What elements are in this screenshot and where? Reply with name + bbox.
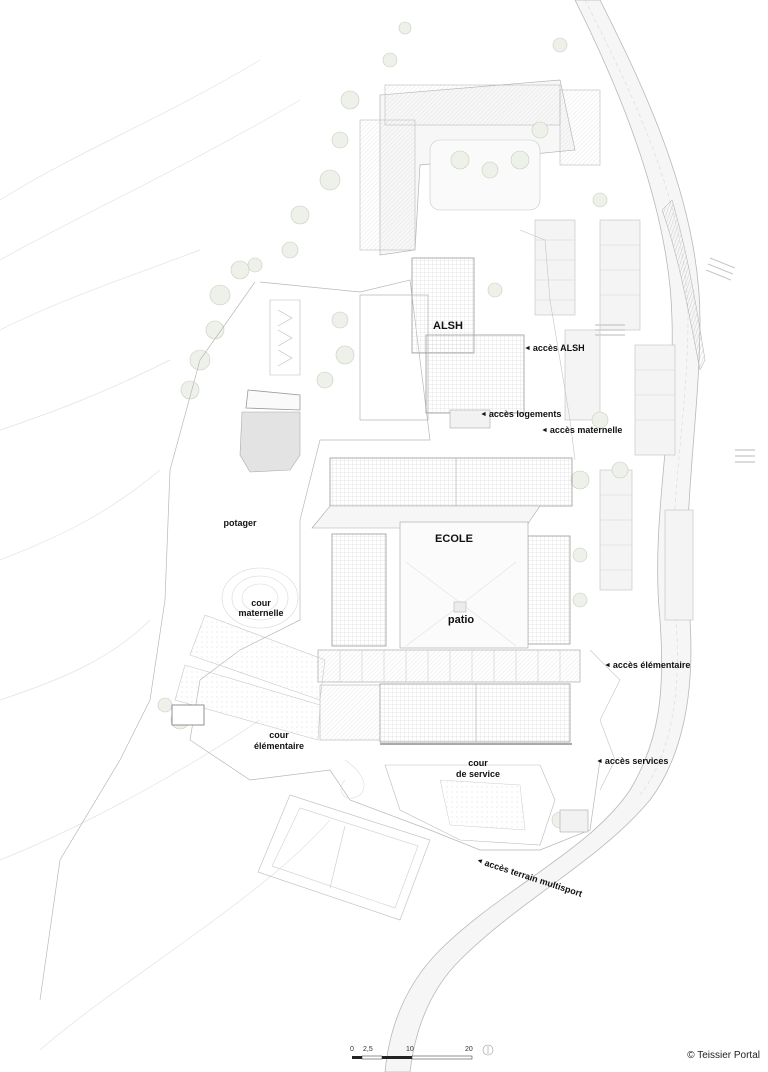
scale-bar: [352, 1044, 494, 1060]
terrain-multisport: [257, 794, 431, 921]
label-cour-elementaire-line2: élémentaire: [253, 741, 305, 751]
label-alsh: ALSH: [433, 320, 463, 332]
parking-stall-lines: [535, 239, 675, 571]
access-logements: accès logements: [480, 409, 562, 420]
scale-tick-10: 10: [406, 1046, 414, 1053]
label-cour-maternelle-line2: maternelle: [238, 608, 284, 618]
cour-maternelle-ground: [221, 567, 299, 629]
ecole-building: [311, 457, 581, 745]
label-cour-elementaire-line1: cour: [269, 730, 289, 740]
label-cour-service-line2: de service: [455, 769, 501, 779]
alsh-building: [359, 257, 525, 429]
access-elementaire: accès élémentaire: [604, 660, 691, 671]
cour-de-service-ground: [384, 764, 589, 846]
scale-tick-2-5: 2,5: [363, 1046, 373, 1053]
label-cour-service-line1: cour: [468, 758, 488, 768]
potager-area: [239, 299, 301, 473]
access-alsh: accès ALSH: [524, 343, 585, 354]
access-maternelle: accès maternelle: [541, 425, 623, 436]
crosswalks: [595, 257, 755, 463]
trees: [157, 21, 629, 829]
label-patio: patio: [447, 614, 475, 626]
access-services: accès services: [596, 756, 669, 767]
credit-text: © Teissier Portal: [687, 1050, 760, 1061]
scale-tick-0: 0: [350, 1046, 354, 1053]
cour-elementaire-ground: [171, 614, 365, 799]
contour-lines: [0, 59, 331, 1051]
label-ecole: ECOLE: [435, 533, 473, 545]
label-cour-maternelle-line1: cour: [251, 598, 271, 608]
label-potager: potager: [223, 518, 257, 528]
scale-tick-20: 20: [465, 1046, 473, 1053]
